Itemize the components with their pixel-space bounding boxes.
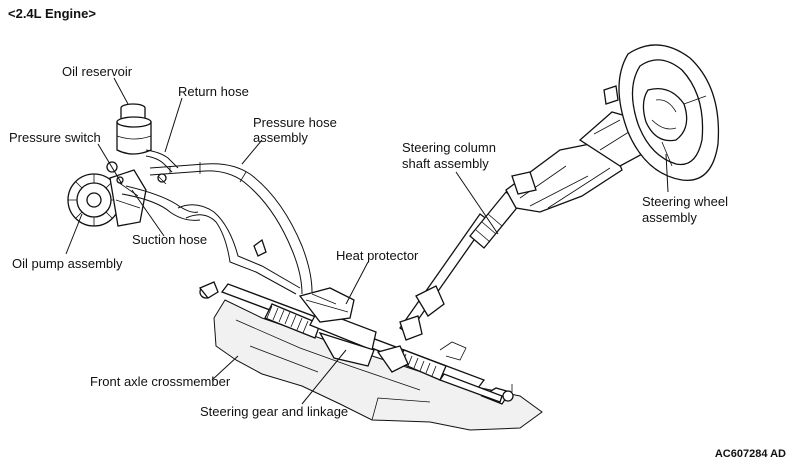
diagram-title: <2.4L Engine> (8, 6, 96, 21)
label-steering-column-line1: Steering column (402, 140, 496, 155)
steering-gear-drawing (198, 281, 514, 405)
label-steering-wheel-line1: Steering wheel (642, 194, 728, 209)
figure-code: AC607284 AD (714, 448, 786, 460)
label-return-hose: Return hose (178, 84, 249, 99)
label-oil-pump-assembly: Oil pump assembly (12, 256, 123, 271)
hoses-drawing (121, 149, 313, 295)
front-axle-crossmember-drawing (213, 299, 543, 431)
label-oil-reservoir: Oil reservoir (62, 64, 133, 79)
label-pressure-hose-line2: assembly (253, 130, 308, 145)
label-steering-column-line2: shaft assembly (402, 156, 489, 171)
steering-wheel-drawing (603, 44, 720, 181)
leader-lines (65, 77, 669, 405)
oil-reservoir-drawing (116, 103, 152, 155)
label-suction-hose: Suction hose (132, 232, 208, 247)
label-heat-protector: Heat protector (336, 248, 419, 263)
label-steering-gear-linkage: Steering gear and linkage (200, 404, 349, 419)
label-steering-wheel-line2: assembly (642, 210, 697, 225)
label-pressure-hose-line1: Pressure hose (253, 115, 337, 130)
label-pressure-switch: Pressure switch (9, 130, 101, 145)
label-front-axle-crossmember: Front axle crossmember (90, 374, 231, 389)
